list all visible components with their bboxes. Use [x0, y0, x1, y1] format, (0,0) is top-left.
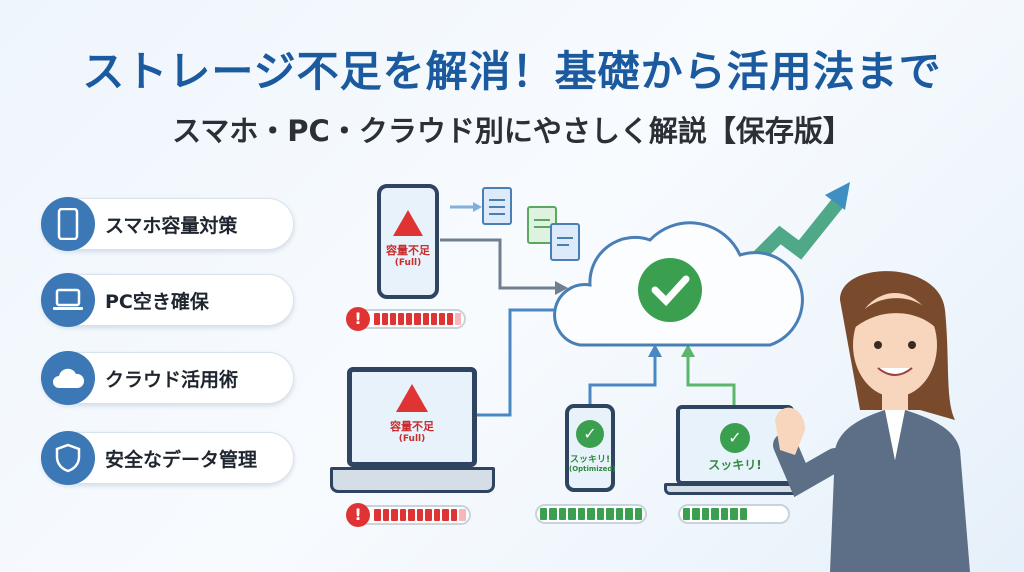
bar-segment — [414, 313, 421, 325]
bar-segment — [382, 313, 389, 325]
bar-segment — [768, 508, 776, 520]
bar-segment — [739, 508, 748, 520]
bar-segment — [711, 508, 719, 520]
alert-icon: ! — [346, 503, 370, 527]
bar-segment — [408, 509, 415, 521]
phone-full: 容量不足 (Full) — [377, 184, 439, 299]
phone-optimized: ✓ スッキリ! (Optimized) — [565, 404, 616, 492]
bar-segment — [625, 508, 633, 520]
bar-segment — [596, 508, 605, 520]
document-icon — [550, 223, 580, 261]
storage-status-sub: (Full) — [394, 258, 422, 268]
storage-bar-phone-ok — [535, 504, 647, 524]
bar-segment — [398, 313, 405, 325]
cloud-icon — [41, 351, 95, 405]
storage-status: 容量不足 — [386, 244, 430, 257]
bar-segment — [606, 508, 614, 520]
bar-segment — [549, 508, 557, 520]
topic-label: スマホ容量対策 — [105, 214, 238, 237]
topic-label: PC空き確保 — [105, 290, 209, 313]
bar-segment — [406, 313, 413, 325]
bar-segment — [540, 508, 548, 520]
arrow-head — [555, 281, 568, 295]
topic-label: 安全なデータ管理 — [105, 448, 258, 471]
page-subtitle: スマホ・PC・クラウド別にやさしく解説【保存版】 — [172, 114, 852, 148]
storage-status-sub: (Full) — [398, 434, 426, 444]
smartphone-icon — [41, 197, 95, 251]
alert-icon: ! — [346, 307, 370, 331]
bar-segment — [454, 313, 462, 325]
topic-label: クラウド活用術 — [105, 368, 239, 391]
bar-segment — [450, 509, 458, 521]
laptop-keyboard — [330, 467, 495, 493]
storage-status: スッキリ! — [569, 455, 611, 465]
laptop-full: 容量不足 (Full) — [347, 367, 477, 467]
bar-segment — [391, 509, 398, 521]
bar-segment — [777, 508, 785, 520]
connector-arrow — [440, 238, 555, 290]
bar-segment — [701, 508, 710, 520]
bar-segment — [587, 508, 595, 520]
bar-segment — [758, 508, 767, 520]
bar-segment — [430, 313, 437, 325]
bar-segment — [615, 508, 624, 520]
bar-segment — [577, 508, 586, 520]
check-icon: ✓ — [720, 423, 750, 453]
bar-segment — [399, 509, 407, 521]
connector-arrow — [477, 308, 555, 417]
document-icon — [482, 187, 512, 225]
page-title: ストレージ不足を解消！基礎から活用法まで — [82, 47, 942, 96]
presenter-illustration — [773, 271, 970, 572]
bar-segment — [634, 508, 642, 520]
topic-smartphone: スマホ容量対策 — [41, 197, 294, 251]
storage-bar-phone-full — [356, 309, 466, 329]
warning-icon — [393, 210, 423, 236]
bar-segment — [382, 509, 390, 521]
bar-segment — [390, 313, 397, 325]
bar-segment — [442, 509, 449, 521]
bar-segment — [374, 313, 381, 325]
storage-bar-laptop-full — [356, 505, 471, 525]
check-icon: ✓ — [576, 420, 604, 448]
topic-cloud: クラウド活用術 — [41, 351, 294, 405]
bar-segment — [425, 509, 432, 521]
bar-segment — [459, 509, 467, 521]
connector-arrow — [588, 355, 657, 405]
bar-segment — [749, 508, 757, 520]
bar-segment — [730, 508, 738, 520]
shield-icon — [41, 431, 95, 485]
bar-segment — [558, 508, 567, 520]
storage-bar-laptop-ok — [678, 504, 790, 524]
bar-segment — [720, 508, 729, 520]
bar-segment — [438, 313, 445, 325]
topic-pc: PC空き確保 — [41, 273, 294, 327]
storage-status: 容量不足 — [390, 420, 434, 433]
warning-icon — [396, 384, 428, 412]
laptop-icon — [41, 273, 95, 327]
bar-segment — [433, 509, 441, 521]
bar-segment — [422, 313, 429, 325]
bar-segment — [446, 313, 453, 325]
bar-segment — [692, 508, 700, 520]
bar-segment — [568, 508, 576, 520]
bar-segment — [374, 509, 381, 521]
storage-status: スッキリ! — [708, 458, 762, 472]
bar-segment — [683, 508, 691, 520]
topic-security: 安全なデータ管理 — [41, 431, 294, 485]
check-icon — [638, 258, 702, 322]
storage-status-sub: (Optimized) — [569, 465, 616, 473]
connector-arrow — [686, 355, 736, 405]
bar-segment — [416, 509, 424, 521]
